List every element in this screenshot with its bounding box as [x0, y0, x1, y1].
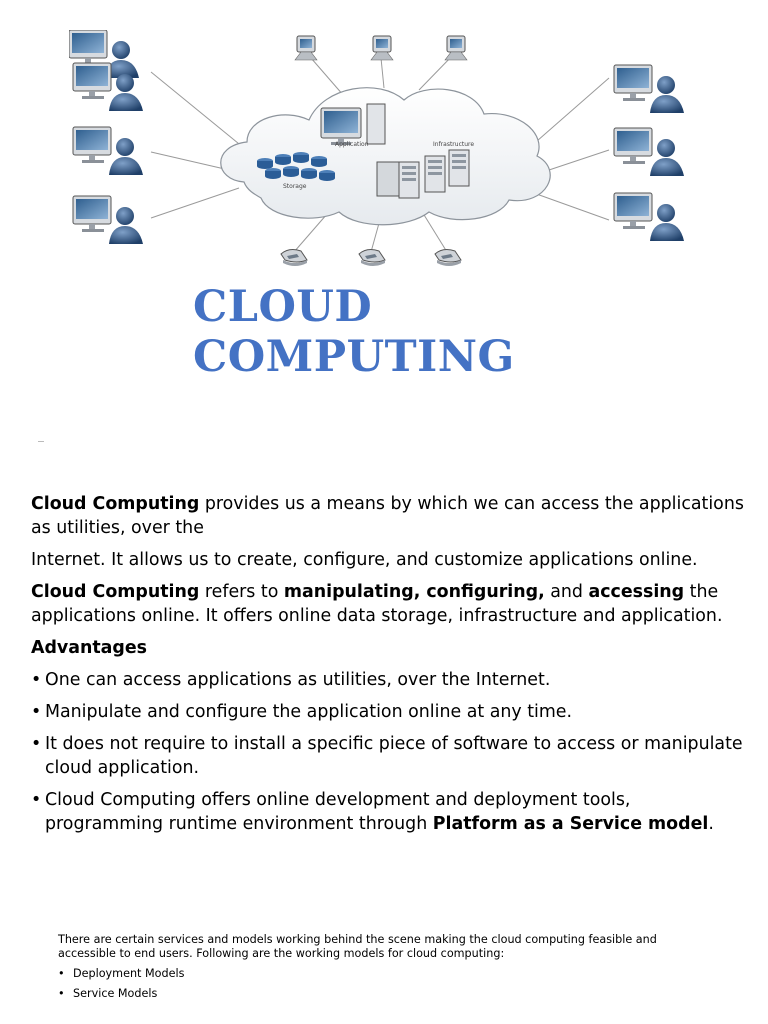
infrastructure-label: Infrastructure — [433, 141, 474, 148]
term-cloud-computing: Cloud Computing — [31, 494, 200, 514]
left-user-workstation-2-icon — [72, 126, 144, 176]
right-user-workstation-2-icon — [613, 127, 685, 177]
paragraph-1: Cloud Computing provides us a means by w… — [31, 494, 744, 538]
bullet-item: Cloud Computing offers online developmen… — [31, 788, 753, 836]
infrastructure-servers-icon — [376, 149, 470, 199]
bullet-item: One can access applications as utilities… — [31, 668, 753, 692]
advantages-heading: Advantages — [31, 638, 148, 658]
footnote-item-service-models: Service Models — [58, 987, 718, 1001]
title-line-2: COMPUTING — [193, 332, 515, 382]
paragraph-3: Cloud Computing refers to manipulating, … — [31, 582, 723, 626]
top-device-2-icon — [370, 35, 394, 61]
right-user-workstation-1-icon — [613, 64, 685, 114]
page-title: CLOUD COMPUTING — [193, 282, 515, 382]
footnote-item-deployment-models: Deployment Models — [58, 967, 718, 981]
left-user-workstation-3-icon — [72, 195, 144, 245]
top-device-3-icon — [444, 35, 468, 61]
right-user-workstation-3-icon — [613, 192, 685, 242]
bullet-item: Manipulate and configure the application… — [31, 700, 753, 724]
cloud-computing-diagram: Application Infrastructure Storage — [69, 30, 699, 272]
main-text: Cloud Computing provides us a means by w… — [31, 492, 753, 836]
storage-label: Storage — [283, 183, 307, 190]
footnote-intro: There are certain services and models wo… — [58, 933, 657, 960]
divider-mark — [38, 441, 44, 442]
bottom-phone-2-icon — [358, 249, 386, 267]
application-computer-icon — [320, 103, 386, 145]
bottom-phone-3-icon — [434, 249, 462, 267]
top-device-1-icon — [294, 35, 318, 61]
application-label: Application — [335, 141, 369, 148]
title-line-1: CLOUD — [193, 282, 373, 332]
cloud-shape — [220, 87, 551, 226]
bullet-item: It does not require to install a specifi… — [31, 732, 753, 780]
paragraph-2: Internet. It allows us to create, config… — [31, 550, 698, 570]
footnote: There are certain services and models wo… — [58, 933, 718, 1001]
bottom-phone-1-icon — [280, 249, 308, 267]
